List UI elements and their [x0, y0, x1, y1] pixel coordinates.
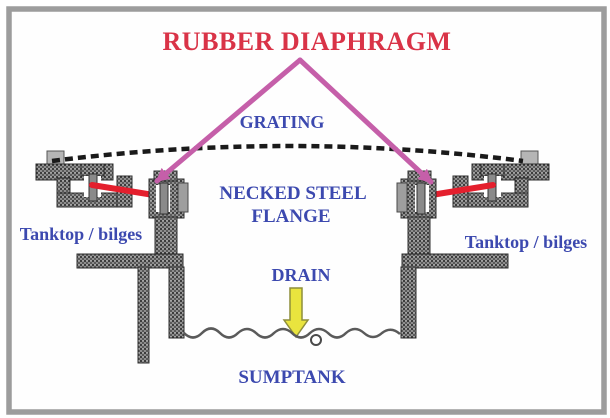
- drain-plug: [310, 334, 322, 346]
- left-mount-assembly: [36, 151, 188, 338]
- outer-border-frame: [6, 6, 607, 415]
- grating-label: GRATING: [240, 112, 325, 132]
- sumptank-label: SUMPTANK: [238, 367, 346, 388]
- tanktop-bilges-label-left: Tanktop / bilges: [20, 224, 142, 244]
- flange-stud-bolt: [137, 266, 150, 364]
- necked-steel-flange-label-line1: NECKED STEEL: [219, 183, 366, 204]
- drain-arrow-icon: [282, 287, 310, 339]
- pointer-arrow-right: [297, 57, 434, 185]
- pointer-arrow-left: [154, 57, 303, 184]
- sump-water-wavy-line: [183, 327, 401, 339]
- drain-label: DRAIN: [271, 265, 330, 285]
- title-rubber-diaphragm: RUBBER DIAPHRAGM: [163, 27, 452, 56]
- necked-steel-flange-label-line2: FLANGE: [251, 206, 330, 227]
- grating-dashed-arc: [51, 143, 524, 164]
- tanktop-bilges-label-right: Tanktop / bilges: [465, 232, 587, 252]
